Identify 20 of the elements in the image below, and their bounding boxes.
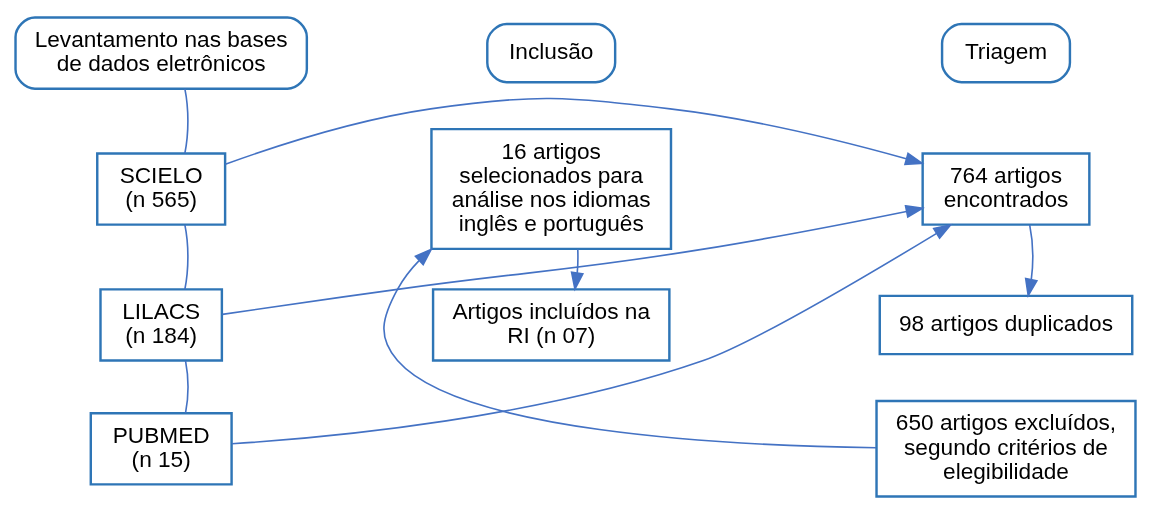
node-box: PUBMED (n 15) [89,411,233,486]
arrow [224,97,925,165]
node-box: Triagem [940,22,1072,83]
node-box: Artigos incluídos na RI (n 07) [431,287,671,362]
node-box: 764 artigos encontrados [921,151,1091,226]
connector [184,359,189,414]
arrow [221,204,925,315]
node-box: SCIELO (n 565) [96,151,227,226]
node-box: 16 artigos selecionados para análise nos idiomas inglês e português [430,127,673,250]
node-box: 98 artigos duplicados [878,294,1134,355]
node-box: 650 artigos excluídos, segundo critérios de elegibilidade [875,399,1137,498]
arrow [383,247,877,449]
connector [184,87,189,154]
node-box: Levantamento nas bases de dados eletrônicos [14,15,309,90]
node-box: LILACS (n 184) [99,287,224,362]
node-box: Inclusão [486,22,617,83]
arrow [1024,223,1039,298]
arrow [570,247,585,291]
arrow [231,223,953,445]
connector [184,223,189,290]
